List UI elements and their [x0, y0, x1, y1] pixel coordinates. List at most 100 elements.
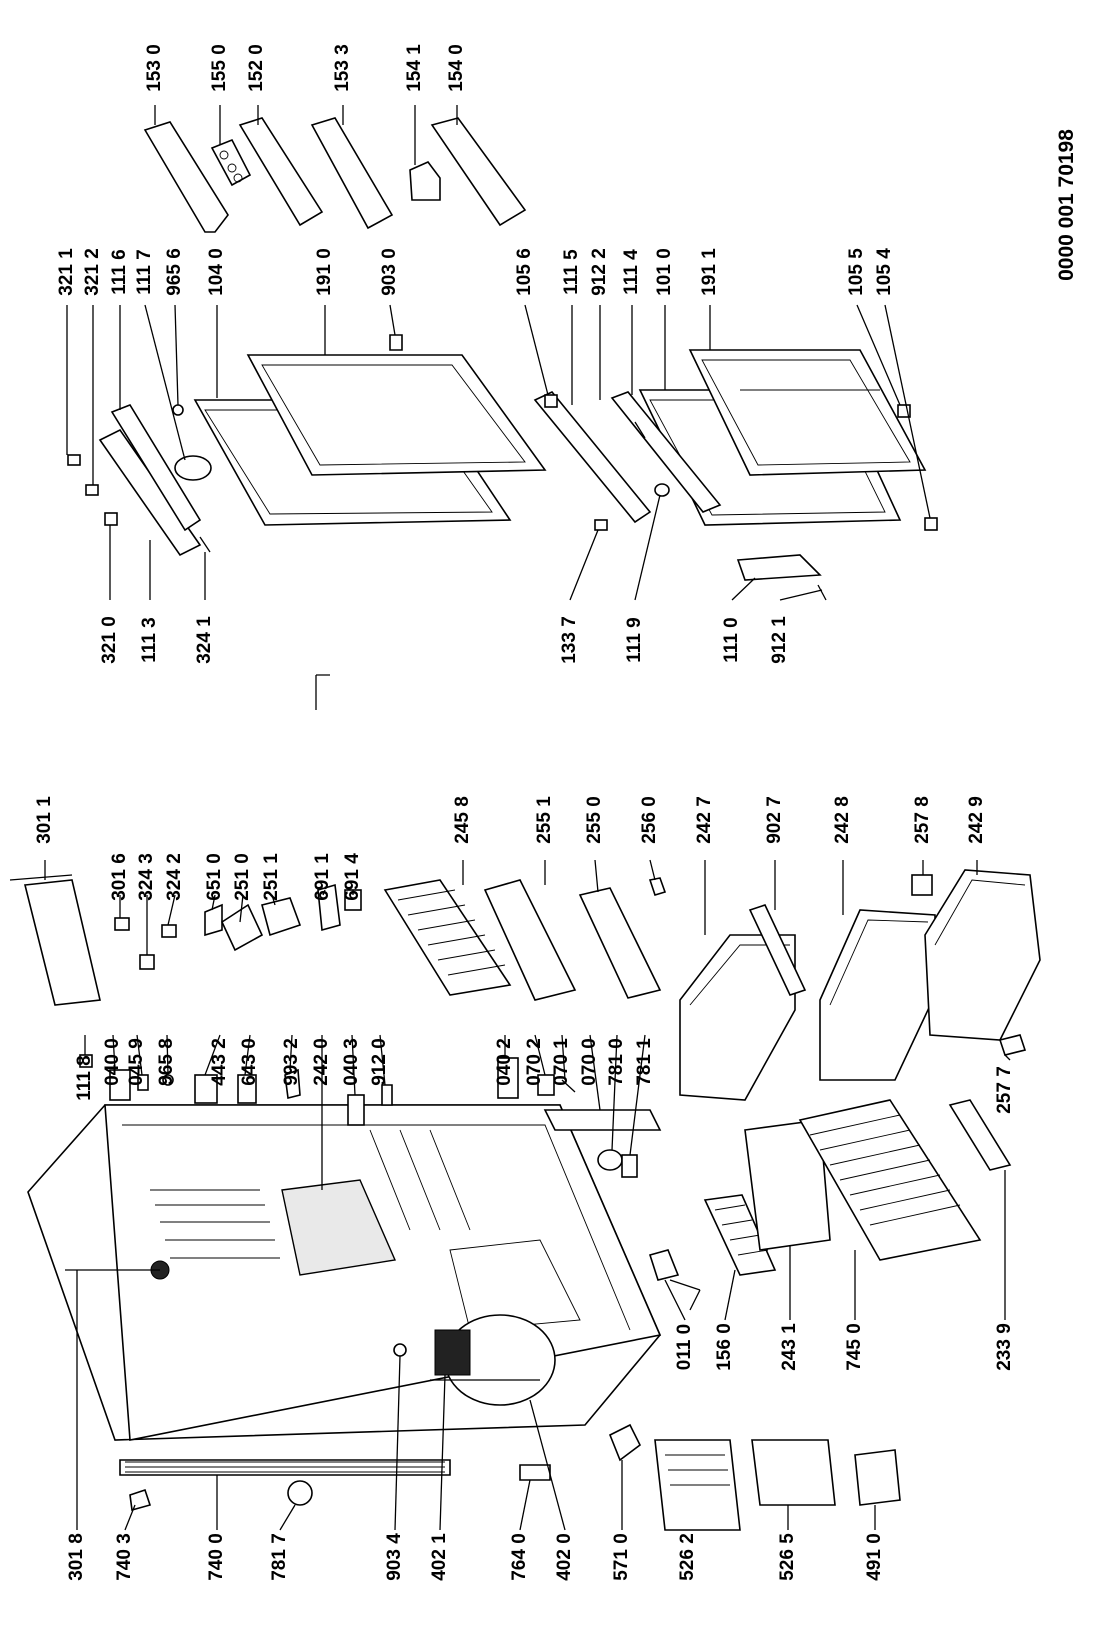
label-903-4: 903 4	[384, 1533, 405, 1581]
label-691-1: 691 1	[312, 853, 333, 901]
label-781-0: 781 0	[606, 1038, 627, 1086]
switch-691-1	[317, 883, 341, 932]
label-155-0: 155 0	[209, 44, 230, 92]
label-242-8: 242 8	[832, 796, 853, 844]
label-111-6: 111 6	[109, 249, 130, 294]
label-571-0: 571 0	[611, 1533, 632, 1581]
cap-111-9	[654, 483, 670, 497]
screw-321-1	[67, 454, 81, 466]
label-324-3: 324 3	[136, 853, 157, 901]
label-111-3: 111 3	[139, 617, 160, 662]
label-154-0: 154 0	[446, 44, 467, 92]
part-781-1	[621, 1154, 638, 1178]
label-321-0: 321 0	[99, 616, 120, 664]
label-242-7: 242 7	[694, 796, 715, 844]
part-070-0	[543, 1109, 662, 1131]
label-153-0: 153 0	[144, 44, 165, 92]
label-912-1: 912 1	[769, 616, 790, 664]
part-443-2	[194, 1074, 218, 1104]
label-104-0: 104 0	[206, 248, 227, 296]
label-070-0: 070 0	[579, 1038, 600, 1086]
shelves-drawers-group	[383, 869, 1041, 1311]
part-040-3	[347, 1094, 365, 1126]
label-105-4: 105 4	[874, 248, 895, 296]
handle-cover-111-6	[110, 404, 202, 532]
egg-tray-155-0	[210, 138, 252, 187]
label-242-9: 242 9	[966, 796, 987, 844]
door-gasket-191-0	[246, 354, 547, 476]
part-764-0	[519, 1464, 551, 1481]
leader-lines	[44, 105, 1011, 1531]
cover-251-1	[261, 897, 302, 937]
label-526-5: 526 5	[777, 1533, 798, 1581]
bottle-holder-154-1	[409, 161, 441, 201]
part-993-2	[284, 1068, 301, 1099]
bracket-111-0	[736, 554, 822, 581]
label-324-1: 324 1	[194, 616, 215, 664]
clip-781-7	[287, 1480, 313, 1506]
label-251-1: 251 1	[261, 853, 282, 901]
part-040-2	[497, 1057, 519, 1099]
label-156-0: 156 0	[714, 1323, 735, 1371]
label-152-0: 152 0	[246, 44, 267, 92]
label-691-4: 691 4	[342, 853, 363, 901]
part-571-0	[608, 1423, 642, 1462]
label-526-2: 526 2	[677, 1533, 698, 1581]
door-shelves-group	[143, 117, 527, 233]
part-781-0	[597, 1149, 623, 1171]
label-256-0: 256 0	[639, 796, 660, 844]
hinge-105-4	[924, 517, 938, 531]
drawer-cover-902-7	[748, 904, 807, 996]
label-491-0: 491 0	[864, 1533, 885, 1581]
part-740-3	[129, 1488, 152, 1512]
small-parts-group	[9, 874, 662, 1178]
label-233-9: 233 9	[994, 1323, 1015, 1371]
shelf-242-0	[281, 1179, 397, 1276]
part-257-7	[998, 1034, 1027, 1056]
label-965-6: 965 6	[164, 248, 185, 296]
label-321-2: 321 2	[82, 248, 103, 296]
label-321-1: 321 1	[56, 248, 77, 296]
lamp-651-0	[204, 903, 223, 937]
label-912-2: 912 2	[589, 248, 610, 296]
cap-111-7	[174, 455, 212, 481]
label-040-3: 040 3	[341, 1038, 362, 1086]
part-045-9	[137, 1074, 149, 1091]
label-191-1: 191 1	[699, 248, 720, 296]
label-105-6: 105 6	[514, 248, 535, 296]
screw-903-0	[389, 334, 403, 351]
label-965-8: 965 8	[156, 1038, 177, 1086]
label-301-6: 301 6	[109, 853, 130, 901]
control-panel-301-1	[24, 879, 101, 1006]
part-526-5	[751, 1439, 836, 1506]
label-255-1: 255 1	[534, 796, 555, 844]
label-111-0: 111 0	[721, 617, 742, 662]
evaporator-745-0	[798, 1099, 982, 1261]
strip-256-0	[648, 877, 667, 896]
label-643-0: 643 0	[239, 1038, 260, 1086]
label-301-1: 301 1	[34, 796, 55, 844]
label-257-8: 257 8	[912, 796, 933, 844]
hinge-133-7	[594, 519, 608, 531]
relay-402-1	[434, 1329, 471, 1376]
door-gasket-191-1	[688, 349, 927, 476]
thermostat-011-0	[648, 1249, 680, 1281]
condenser-740-0	[119, 1459, 451, 1476]
label-402-0: 402 0	[554, 1533, 575, 1581]
label-912-0: 912 0	[369, 1038, 390, 1086]
label-651-0: 651 0	[204, 853, 225, 901]
label-251-0: 251 0	[232, 853, 253, 901]
label-443-2: 443 2	[209, 1038, 230, 1086]
drawer-242-8	[819, 909, 936, 1081]
label-040-2: 040 2	[494, 1038, 515, 1086]
handle-111-3	[98, 428, 202, 557]
label-764-0: 764 0	[509, 1533, 530, 1581]
label-740-0: 740 0	[206, 1533, 227, 1581]
label-402-1: 402 1	[429, 1533, 450, 1581]
label-257-7: 257 7	[994, 1066, 1015, 1114]
door-shelf-152-0	[238, 117, 324, 227]
door-shelf-154-0	[430, 117, 527, 227]
part-233-9	[948, 1099, 1012, 1171]
label-191-0: 191 0	[314, 248, 335, 296]
